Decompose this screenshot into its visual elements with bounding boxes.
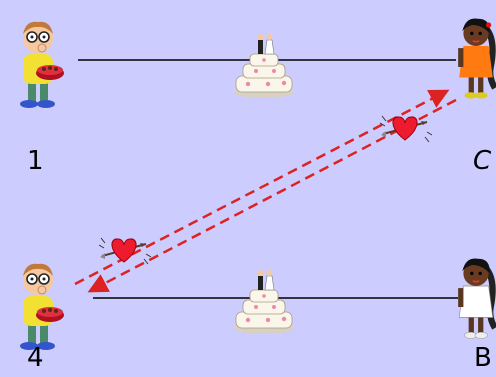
heart-arrow-icon-left (99, 238, 151, 264)
label-top-left: 1 (27, 148, 44, 174)
boy-figure-top-left (20, 22, 64, 108)
girl-figure-top-right (458, 18, 495, 98)
label-bottom-right: B (474, 345, 492, 371)
wedding-cake-icon-top (234, 34, 294, 98)
heart-arrow-icon-right (380, 116, 432, 142)
wedding-cake-icon-bottom (234, 270, 294, 334)
girl-figure-bottom-right (458, 258, 495, 338)
label-bottom-left: 4 (27, 345, 44, 371)
label-top-right: C (473, 148, 491, 174)
boy-figure-bottom-left (20, 264, 64, 350)
